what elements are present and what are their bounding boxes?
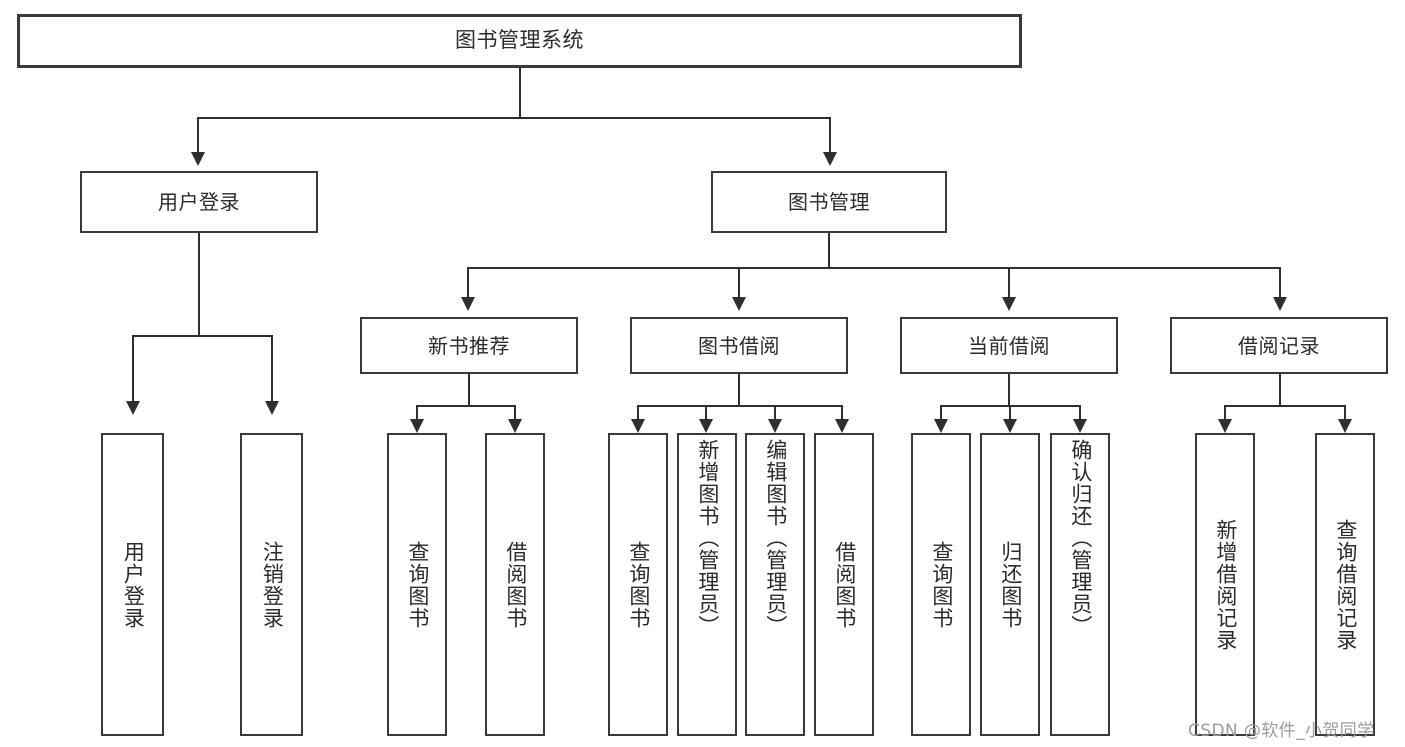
connector-level1-right-drop — [829, 117, 831, 154]
arrow-to-leaf-user-login — [126, 401, 140, 415]
leaf-label: 借阅图书 — [503, 540, 528, 629]
leaf-recommend-borrow-book[interactable]: 借阅图书 — [485, 433, 545, 736]
node-label: 图书管理 — [788, 190, 870, 214]
connector-level2-drop-4 — [1279, 267, 1281, 299]
node-user-login[interactable]: 用户登录 — [80, 171, 318, 233]
arrow-to-book-management — [823, 152, 837, 166]
leaf-recommend-query-book[interactable]: 查询图书 — [387, 433, 447, 736]
connector-current-drop-1 — [940, 405, 942, 421]
leaf-label: 查询借阅记录 — [1333, 518, 1358, 651]
connector-user-login-stem — [198, 233, 200, 336]
connector-user-login-drop-1 — [132, 335, 134, 403]
arrow-to-leaf-record-add — [1218, 419, 1232, 433]
leaf-current-confirm-return[interactable]: 确认归还（管理员） — [1050, 433, 1110, 736]
connector-record-stem — [1279, 374, 1281, 406]
connector-level2-drop-1 — [467, 267, 469, 299]
leaf-label: 借阅图书 — [832, 540, 857, 629]
leaf-user-login[interactable]: 用户登录 — [101, 433, 164, 736]
leaf-label: 注销登录 — [260, 540, 285, 629]
node-label: 当前借阅 — [968, 333, 1050, 358]
leaf-logout[interactable]: 注销登录 — [240, 433, 303, 736]
leaf-current-return-book[interactable]: 归还图书 — [980, 433, 1040, 736]
node-label: 图书借阅 — [698, 333, 780, 358]
leaf-label: 归还图书 — [998, 540, 1023, 629]
arrow-to-borrow-record — [1273, 297, 1287, 311]
connector-borrow-drop-3 — [774, 405, 776, 421]
connector-current-stem — [1008, 374, 1010, 406]
arrow-to-leaf-record-query — [1338, 419, 1352, 433]
leaf-label: 查询图书 — [929, 540, 954, 629]
connector-record-bus — [1224, 405, 1346, 407]
node-label: 新书推荐 — [428, 333, 510, 358]
leaf-borrow-add-book[interactable]: 新增图书（管理员） — [677, 433, 737, 736]
connector-borrow-drop-1 — [637, 405, 639, 421]
node-borrow-record[interactable]: 借阅记录 — [1170, 317, 1388, 374]
leaf-current-query-book[interactable]: 查询图书 — [911, 433, 971, 736]
node-new-book-recommend[interactable]: 新书推荐 — [360, 317, 578, 374]
connector-level1-left-drop — [197, 117, 199, 154]
node-root-system[interactable]: 图书管理系统 — [17, 14, 1022, 68]
arrow-to-new-book-recommend — [461, 297, 475, 311]
arrow-to-leaf-current-query-book — [934, 419, 948, 433]
connector-borrow-drop-2 — [705, 405, 707, 421]
leaf-label: 新增借阅记录 — [1213, 518, 1238, 651]
arrow-to-leaf-borrow-query-book — [631, 419, 645, 433]
arrow-to-user-login — [191, 152, 205, 166]
leaf-label: 编辑图书（管理员） — [763, 439, 788, 637]
leaf-record-add[interactable]: 新增借阅记录 — [1195, 433, 1255, 736]
node-book-management[interactable]: 图书管理 — [711, 171, 947, 233]
connector-current-drop-3 — [1079, 405, 1081, 421]
leaf-label: 新增图书（管理员） — [695, 439, 720, 637]
leaf-record-query[interactable]: 查询借阅记录 — [1315, 433, 1375, 736]
connector-level2-bus — [467, 267, 1280, 269]
leaf-label: 用户登录 — [121, 540, 146, 629]
arrow-to-leaf-borrow-edit-book — [768, 419, 782, 433]
node-book-borrow[interactable]: 图书借阅 — [630, 317, 848, 374]
node-label: 用户登录 — [158, 190, 240, 214]
connector-recommend-drop-1 — [416, 405, 418, 421]
leaf-borrow-borrow-book[interactable]: 借阅图书 — [814, 433, 874, 736]
connector-user-login-drop-2 — [271, 335, 273, 403]
connector-recommend-bus — [416, 405, 516, 407]
leaf-label: 查询图书 — [405, 540, 430, 629]
connector-record-drop-2 — [1344, 405, 1346, 421]
connector-user-login-bus — [132, 335, 273, 337]
leaf-borrow-edit-book[interactable]: 编辑图书（管理员） — [745, 433, 805, 736]
node-label: 借阅记录 — [1238, 333, 1320, 358]
arrow-to-leaf-recommend-query-book — [410, 419, 424, 433]
arrow-to-leaf-borrow-add-book — [699, 419, 713, 433]
connector-book-mgmt-stem — [828, 233, 830, 268]
connector-record-drop-1 — [1224, 405, 1226, 421]
connector-current-drop-2 — [1009, 405, 1011, 421]
arrow-to-leaf-borrow-borrow-book — [835, 419, 849, 433]
arrow-to-leaf-recommend-borrow-book — [508, 419, 522, 433]
connector-recommend-drop-2 — [514, 405, 516, 421]
connector-recommend-stem — [468, 374, 470, 406]
connector-level1-bus — [197, 117, 831, 119]
arrow-to-leaf-current-confirm-return — [1073, 419, 1087, 433]
node-current-borrow[interactable]: 当前借阅 — [900, 317, 1118, 374]
connector-level2-drop-2 — [738, 267, 740, 299]
csdn-watermark: CSDN @软件_小贺同学 — [1188, 721, 1375, 741]
connector-borrow-stem — [738, 374, 740, 406]
leaf-borrow-query-book[interactable]: 查询图书 — [608, 433, 668, 736]
connector-borrow-bus — [637, 405, 841, 407]
connector-level2-drop-3 — [1008, 267, 1010, 299]
leaf-label: 查询图书 — [626, 540, 651, 629]
leaf-label: 确认归还（管理员） — [1068, 439, 1093, 637]
connector-root-stem — [519, 68, 521, 118]
arrow-to-book-borrow — [732, 297, 746, 311]
node-label: 图书管理系统 — [455, 28, 584, 53]
connector-borrow-drop-4 — [841, 405, 843, 421]
arrow-to-leaf-logout — [265, 401, 279, 415]
arrow-to-leaf-current-return-book — [1003, 419, 1017, 433]
arrow-to-current-borrow — [1002, 297, 1016, 311]
